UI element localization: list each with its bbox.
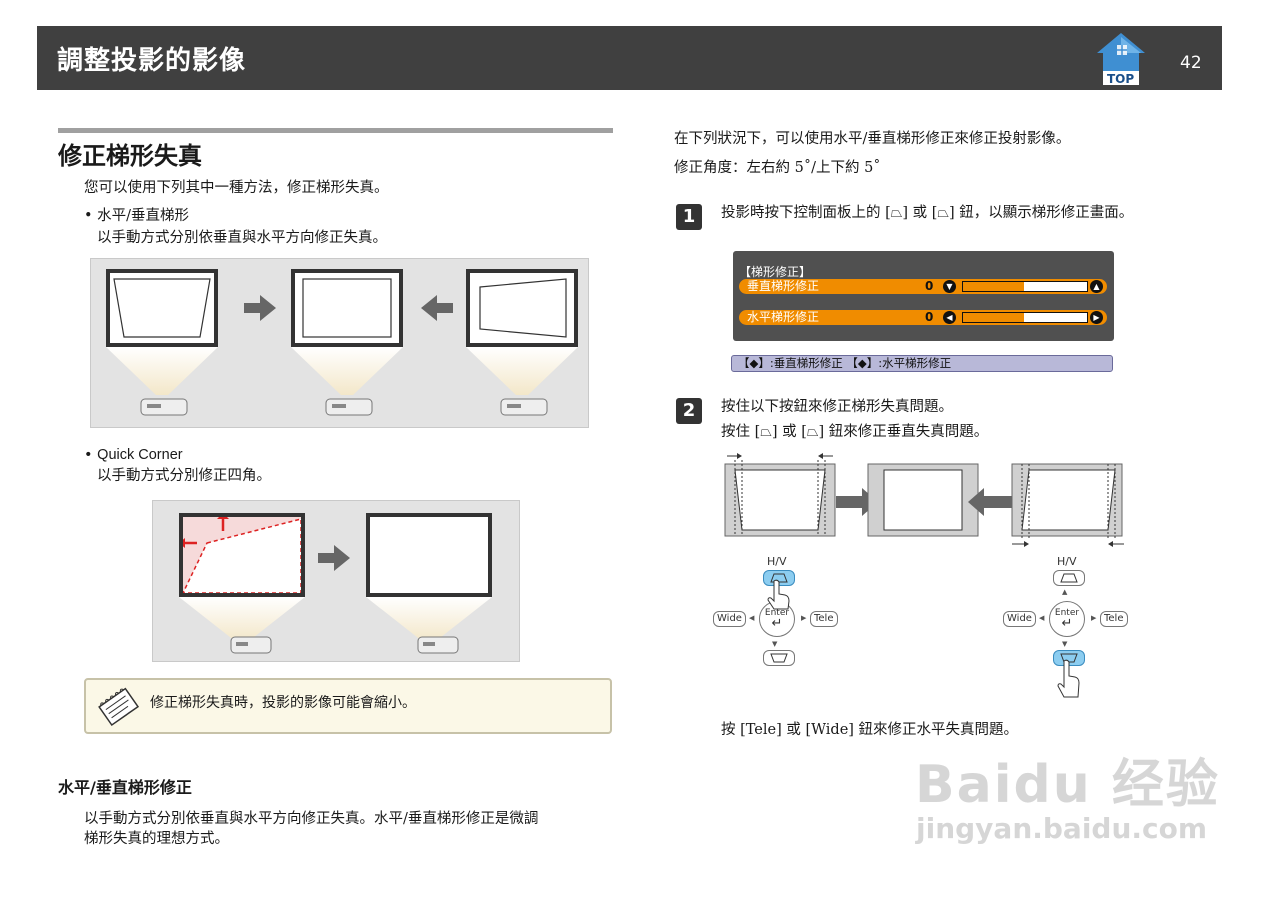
right-arrow-icon: ▶ — [1091, 614, 1097, 622]
note-text: 修正梯形失真時，投影的影像可能會縮小。 — [150, 694, 416, 710]
projection-beam — [291, 347, 403, 395]
osd-row-horizontal[interactable]: 水平梯形修正 0 ◀ ▶ — [739, 310, 1107, 325]
arrow-right-icon — [318, 545, 350, 571]
top-button[interactable]: TOP — [1095, 31, 1147, 87]
quick-corner-figure — [152, 500, 520, 662]
step-2-badge: 2 — [676, 398, 702, 424]
projector-icon — [140, 398, 188, 416]
right-arrow-icon: ▶ — [801, 614, 807, 622]
hv-label: H/V — [767, 555, 787, 568]
page-number: 42 — [1180, 53, 1202, 73]
keystone-up-button[interactable] — [1053, 570, 1085, 586]
down-arrow-icon: ▼ — [772, 640, 778, 648]
bullet-desc: 以手動方式分別依垂直與水平方向修正失真。 — [97, 230, 387, 246]
distorted-screen-left — [106, 269, 218, 347]
down-icon[interactable]: ▼ — [943, 280, 956, 293]
keystone-osd-menu: 【梯形修正】 垂直梯形修正 0 ▼ ▲ 水平梯形修正 0 ◀ ▶ — [733, 251, 1114, 341]
top-label: TOP — [1107, 72, 1135, 86]
section-rule — [58, 128, 613, 133]
osd-slider[interactable] — [962, 312, 1088, 323]
pressing-hand-icon — [1057, 659, 1080, 698]
notepad-icon — [98, 687, 140, 727]
step-2-line-1: 按住以下按鈕來修正梯形失真問題。 — [721, 399, 953, 415]
osd-row-value: 0 — [925, 310, 934, 324]
right-icon[interactable]: ▶ — [1090, 311, 1103, 324]
bullet-title: Quick Corner — [97, 447, 183, 463]
projector-icon — [500, 398, 548, 416]
projection-beam — [366, 597, 492, 641]
wide-button[interactable]: Wide — [713, 611, 746, 627]
bullet-desc: 以手動方式分別修正四角。 — [97, 468, 271, 484]
enter-label: Enter — [764, 608, 790, 618]
pressing-hand-icon — [767, 579, 790, 610]
page-header: 調整投影的影像 TOP 42 — [37, 26, 1222, 90]
enter-label: Enter — [1054, 608, 1080, 618]
projector-icon — [230, 636, 272, 654]
osd-row-label: 水平梯形修正 — [747, 310, 820, 324]
arrow-left-icon — [421, 295, 453, 321]
section-title: 修正梯形失真 — [58, 142, 202, 170]
subsection-title: 水平/垂直梯形修正 — [58, 778, 192, 797]
bullet-icon: • — [84, 208, 98, 224]
keystone-down-icon — [1060, 653, 1078, 663]
osd-slider[interactable] — [962, 281, 1088, 292]
step-1-text: 投影時按下控制面板上的 [⏢] 或 [⏢] 鈕，以顯示梯形修正畫面。 — [721, 205, 1134, 221]
projector-icon — [417, 636, 459, 654]
osd-hint-bar: 【◆】:垂直梯形修正 【◆】:水平梯形修正 — [731, 355, 1113, 372]
intro-text: 您可以使用下列其中一種方法，修正梯形失真。 — [84, 180, 389, 196]
osd-title: 【梯形修正】 — [739, 265, 812, 279]
keystone-figure — [90, 258, 589, 428]
osd-row-label: 垂直梯形修正 — [747, 279, 820, 293]
osd-row-value: 0 — [925, 279, 934, 293]
sub-desc-line-2: 梯形失真的理想方式。 — [84, 831, 229, 847]
hv-label: H/V — [1057, 555, 1077, 568]
corrected-screen — [291, 269, 403, 347]
keystone-down-icon — [770, 653, 788, 663]
projector-icon — [325, 398, 373, 416]
step-2-line-2: 按住 [⏢] 或 [⏢] 鈕來修正垂直失真問題。 — [721, 424, 989, 440]
enter-icon: ↵ — [1061, 616, 1073, 631]
up-arrow-icon: ▲ — [1062, 588, 1068, 596]
vertical-correction-figure — [722, 448, 1127, 548]
right-intro-line-1: 在下列狀況下，可以使用水平/垂直梯形修正來修正投射影像。 — [674, 131, 1071, 147]
tele-button[interactable]: Tele — [1100, 611, 1128, 627]
keystone-up-icon — [1060, 573, 1078, 583]
osd-row-vertical[interactable]: 垂直梯形修正 0 ▼ ▲ — [739, 279, 1107, 294]
up-icon[interactable]: ▲ — [1090, 280, 1103, 293]
left-arrow-icon: ◀ — [749, 614, 755, 622]
keystone-down-button[interactable] — [763, 650, 795, 666]
watermark-url: jingyan.baidu.com — [916, 812, 1208, 845]
keypad-right: H/V ▲ Enter ↵ Wide ◀ ▶ Tele ▼ — [1003, 553, 1143, 703]
step-2-line-3: 按 [Tele] 或 [Wide] 鈕來修正水平失真問題。 — [721, 722, 1019, 738]
projection-beam — [466, 347, 578, 395]
watermark-logo: Baidu 经验 — [915, 755, 1220, 815]
osd-slider-fill — [963, 282, 1024, 291]
wide-button[interactable]: Wide — [1003, 611, 1036, 627]
osd-slider-fill — [963, 313, 1024, 322]
keypad-left: H/V Enter ↵ Wide ◀ ▶ Tele ▼ — [713, 553, 853, 673]
sub-desc-line-1: 以手動方式分別依垂直與水平方向修正失真。水平/垂直梯形修正是微調 — [84, 811, 539, 827]
home-icon — [1097, 33, 1145, 85]
right-intro-line-2: 修正角度：左右約 5˚/上下約 5˚ — [674, 160, 881, 176]
down-arrow-icon: ▼ — [1062, 640, 1068, 648]
projection-beam — [179, 597, 305, 641]
keystone-up-icon — [770, 573, 788, 583]
bullet-item-2: • Quick Corner — [84, 444, 183, 466]
projection-beam — [106, 347, 218, 395]
corrected-screen — [366, 513, 492, 597]
tele-button[interactable]: Tele — [810, 611, 838, 627]
page-title: 調整投影的影像 — [57, 46, 247, 76]
distorted-screen-right — [466, 269, 578, 347]
left-icon[interactable]: ◀ — [943, 311, 956, 324]
arrow-right-icon — [244, 295, 276, 321]
bullet-item-1: • 水平/垂直梯形 — [84, 205, 189, 227]
enter-icon: ↵ — [771, 616, 783, 631]
bullet-title: 水平/垂直梯形 — [97, 208, 190, 224]
bullet-icon: • — [84, 447, 98, 463]
note-box: 修正梯形失真時，投影的影像可能會縮小。 — [84, 678, 612, 734]
enter-button[interactable]: Enter ↵ — [1049, 601, 1085, 637]
left-arrow-icon: ◀ — [1039, 614, 1045, 622]
quick-corner-screen — [179, 513, 305, 597]
step-1-badge: 1 — [676, 204, 702, 230]
